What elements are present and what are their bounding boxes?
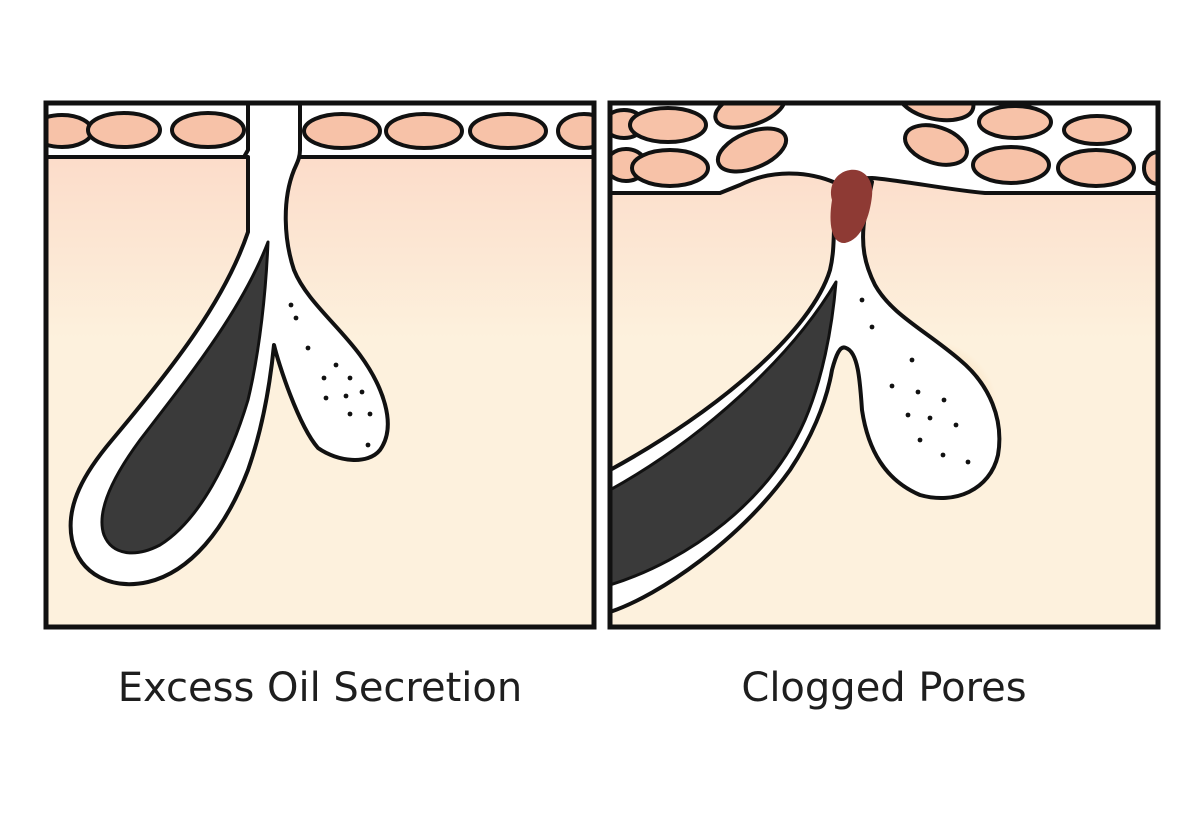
- skin-cell: [1062, 114, 1132, 146]
- caption-excess-oil-secretion: Excess Oil Secretion: [117, 665, 523, 711]
- skin-cell: [903, 123, 969, 167]
- skin-cell: [302, 112, 382, 150]
- skin-cell: [630, 148, 710, 188]
- caption-clogged-pores: Clogged Pores: [741, 665, 1027, 711]
- skin-cell: [896, 103, 976, 123]
- hair-shaft: [100, 240, 270, 555]
- skin-cell: [170, 111, 246, 149]
- epidermis-cells: [46, 111, 594, 150]
- sebum-dots: [288, 302, 373, 448]
- panel-frame: [43, 100, 597, 630]
- skin-cell: [556, 112, 594, 150]
- skin-cell: [86, 111, 162, 149]
- sebum-plug: [830, 169, 873, 244]
- panel-excess-oil: [43, 100, 597, 630]
- skin-cell: [977, 104, 1053, 140]
- skin-cell: [715, 126, 789, 174]
- skin-cell: [1142, 150, 1158, 186]
- skin-cell: [713, 103, 787, 130]
- skin-cell: [468, 112, 548, 150]
- skin-cell: [628, 106, 708, 144]
- skin-cell: [971, 145, 1051, 185]
- sebum-dots: [859, 297, 971, 465]
- hair-shaft: [610, 280, 838, 587]
- panel-clogged-pores: [607, 100, 1161, 630]
- epidermis-cells: [610, 103, 1158, 188]
- panel-frame: [607, 100, 1161, 630]
- skin-cell: [1056, 148, 1136, 188]
- skin-cell: [384, 112, 464, 150]
- skin-cell: [46, 113, 94, 149]
